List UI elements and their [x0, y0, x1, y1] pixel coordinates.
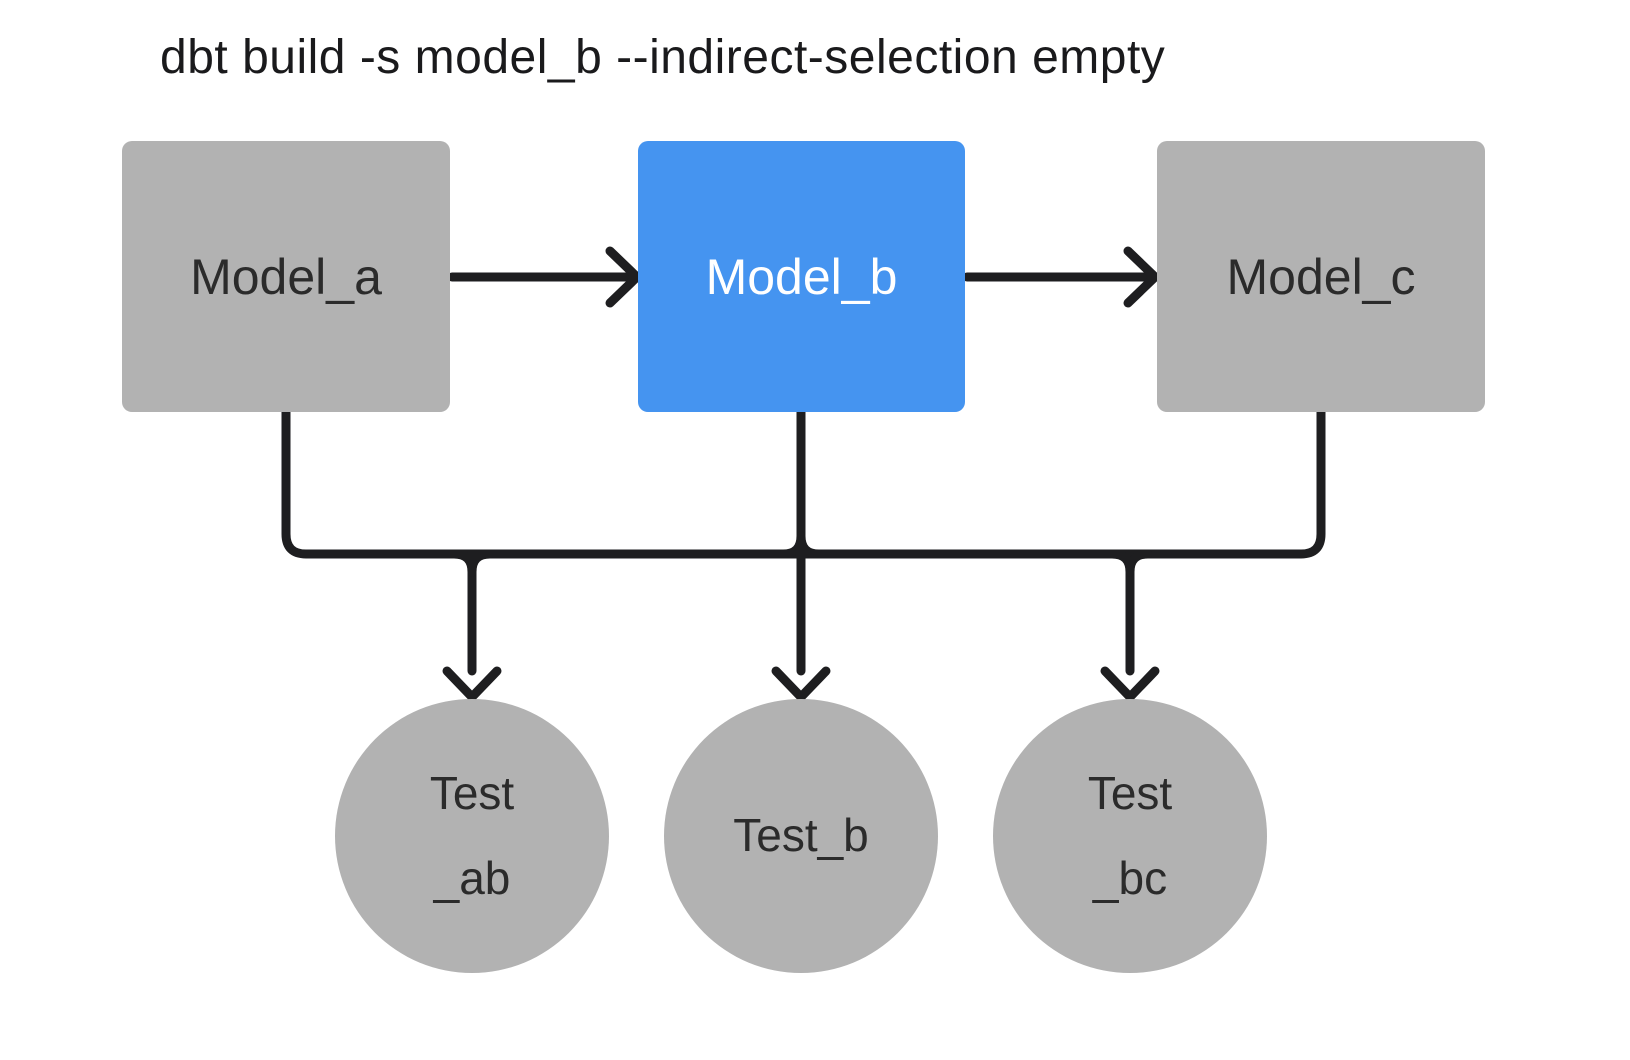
arrowhead-model-b: [605, 246, 642, 308]
node-model-a-label: Model_a: [190, 248, 382, 305]
bus-fillet-b-right: [796, 531, 824, 559]
node-model-b-label: Model_b: [705, 248, 898, 305]
node-test-ab-label-line1: Test: [429, 766, 515, 819]
diagram-title: dbt build -s model_b --indirect-selectio…: [160, 31, 1166, 84]
node-model-b-selected: Model_b: [638, 141, 965, 412]
node-test-bc-label-line2: _bc: [1092, 852, 1168, 904]
node-test-b-label: Test_b: [733, 809, 869, 862]
bus-fillet-ab-right: [467, 549, 495, 577]
arrowhead-test-b: [771, 666, 831, 702]
node-model-c: Model_c: [1157, 141, 1485, 412]
node-test-ab-label-line2: _ab: [433, 852, 511, 904]
node-test-bc: Test _bc: [993, 699, 1267, 973]
node-model-c-label: Model_c: [1226, 248, 1416, 305]
node-test-bc-label-line1: Test: [1087, 766, 1173, 819]
node-test-ab: Test _ab: [335, 699, 609, 973]
node-test-b: Test_b: [664, 699, 938, 973]
arrowhead-test-ab: [442, 666, 502, 702]
arrowhead-test-bc: [1100, 666, 1160, 702]
arrowhead-model-c: [1123, 246, 1160, 308]
bus-fillet-bc-right: [1125, 549, 1153, 577]
node-model-a: Model_a: [122, 141, 450, 412]
